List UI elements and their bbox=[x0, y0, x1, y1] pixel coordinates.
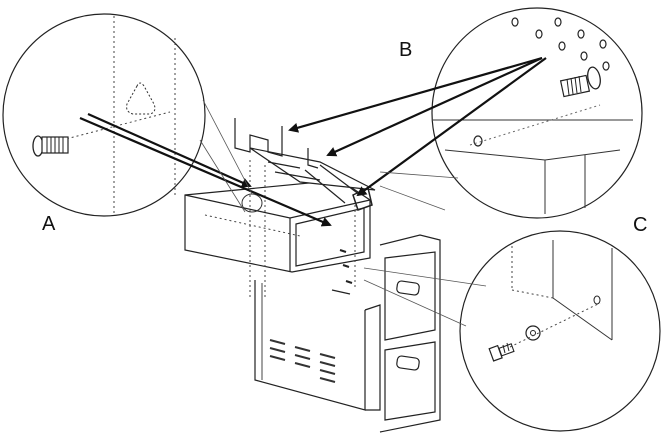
callout-label-b: B bbox=[399, 39, 413, 61]
grill-assembly bbox=[184, 118, 441, 433]
detail-circle-b bbox=[431, 7, 643, 219]
arrow-b-1 bbox=[288, 56, 543, 133]
screw-b-icon bbox=[559, 66, 601, 98]
callout-label-a: A bbox=[42, 213, 56, 235]
callout-label-c: C bbox=[633, 214, 648, 236]
leader-lines bbox=[199, 99, 487, 327]
detail-circle-c bbox=[459, 230, 661, 432]
arrow-b-2 bbox=[326, 56, 543, 157]
screw-a-icon bbox=[32, 135, 69, 157]
arrow-a-1 bbox=[87, 112, 252, 188]
cabinet-vents bbox=[269, 339, 336, 383]
arrow-a-2 bbox=[79, 116, 332, 227]
callout-arrows bbox=[79, 56, 547, 227]
detail-circle-a bbox=[2, 13, 206, 217]
arrow-b-3 bbox=[356, 57, 547, 197]
keyhole-slot-a bbox=[126, 82, 156, 115]
